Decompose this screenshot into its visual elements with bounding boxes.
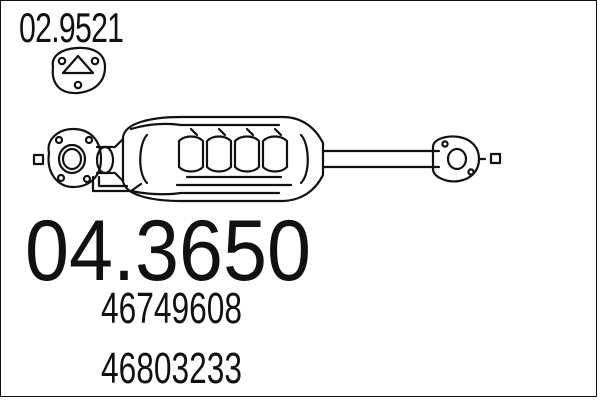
outlet-flange [431,135,487,183]
outlet-end-marker [489,152,502,165]
converter-body [121,115,325,203]
oem-reference: 46803233 [101,344,242,393]
gasket-icon [51,46,107,95]
inlet-pipe-bottom [95,171,125,183]
inlet-flange [47,127,103,189]
part-number: 04.3650 [25,203,312,299]
gasket-code-label: 02.9521 [19,4,124,51]
oem-reference: 46749608 [101,284,242,333]
bracket [91,175,143,193]
inlet-pipe-top [95,137,125,149]
inlet-end-marker [32,153,45,166]
